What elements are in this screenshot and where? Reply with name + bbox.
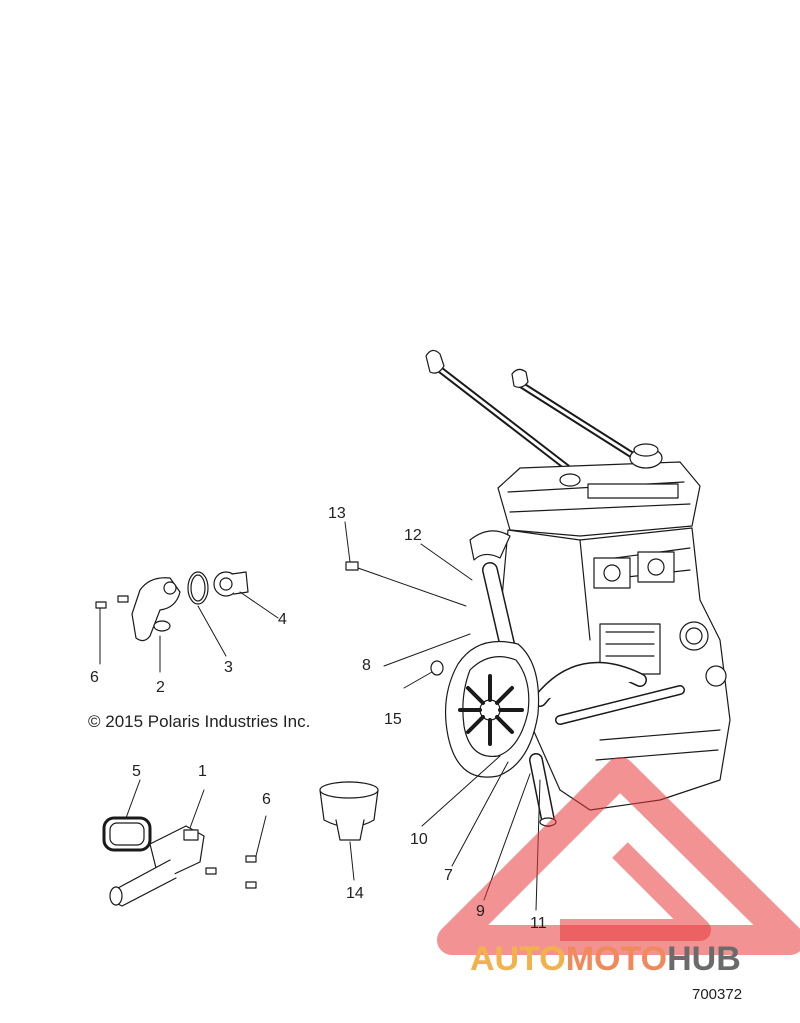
watermark-text: AUTOMOTOHUB: [470, 940, 741, 979]
callout-13: 13: [328, 505, 346, 522]
watermark-text-auto: AUTO: [470, 940, 566, 978]
callout-5: 5: [132, 763, 141, 780]
screws-6-bottom: [205, 855, 257, 889]
side-cover: [444, 640, 540, 778]
outlet-elbow-1: [109, 825, 205, 907]
callout-10: 10: [410, 831, 428, 848]
callout-7: 7: [444, 867, 453, 884]
callout-6-top: 6: [90, 669, 99, 686]
callout-1: 1: [198, 763, 207, 780]
engine-valve-cover: [497, 443, 701, 537]
gasket-5: [102, 816, 152, 852]
callout-15: 15: [384, 711, 402, 728]
plug-15: [430, 660, 444, 676]
diagram-part-number: 700372: [692, 986, 743, 1003]
watermark-text-moto: MOTO: [565, 940, 668, 978]
callout-9: 9: [476, 903, 485, 920]
o-ring-3: [187, 571, 209, 605]
callout-4: 4: [278, 611, 287, 628]
hose-clamp-14: [319, 781, 379, 841]
callout-8: 8: [362, 657, 371, 674]
bolt-13: [345, 561, 359, 571]
breather-hoses: [425, 349, 644, 480]
thermostat-4: [213, 571, 249, 597]
screws-6-top: [95, 595, 129, 609]
copyright-text: © 2015 Polaris Industries Inc.: [88, 712, 311, 731]
callout-3: 3: [224, 659, 233, 676]
callout-14: 14: [346, 885, 364, 902]
watermark-text-hub: HUB: [667, 940, 741, 978]
callout-11: 11: [530, 915, 547, 932]
callout-12: 12: [404, 527, 422, 544]
watermark-logo: [437, 757, 800, 955]
callout-6-bottom: 6: [262, 791, 271, 808]
callout-2: 2: [156, 679, 165, 696]
thermostat-housing-2: [131, 577, 181, 642]
